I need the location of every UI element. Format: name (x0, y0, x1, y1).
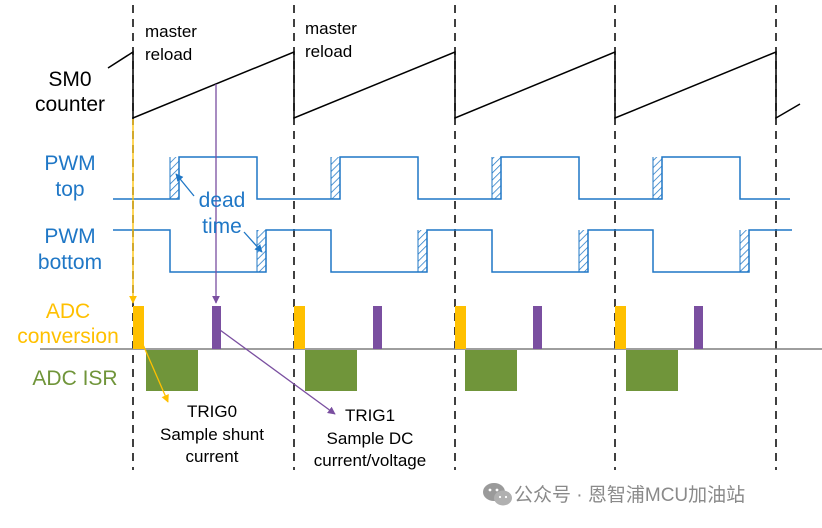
adc-isr-label: ADC ISR (32, 367, 117, 390)
trig1-pulse (373, 306, 382, 349)
trig0-label: TRIG0 (187, 402, 237, 421)
sm0-counter-label: counter (35, 93, 105, 116)
dead-time-arrow-top (175, 173, 195, 197)
trig0-label: current (186, 447, 239, 466)
isr-block (305, 350, 357, 391)
trig1-pulse (694, 306, 703, 349)
pwm-bottom-label: PWM (44, 225, 95, 248)
trig0-pulse (133, 306, 144, 349)
dead-time-hatch (331, 157, 340, 199)
trig1-pulse (533, 306, 542, 349)
dead-time-hatch (170, 157, 179, 199)
dead-time-hatch (492, 157, 501, 199)
pwm-top-label: PWM (44, 152, 95, 175)
master-reload-label-1: master (145, 22, 197, 41)
trig0-label-arrow (140, 339, 169, 403)
master-reload-label-2: master (305, 19, 357, 38)
watermark: 公众号 · 恩智浦MCU加油站 (483, 483, 745, 506)
dead-time-label: time (202, 215, 242, 238)
pwm-bottom-label: bottom (38, 251, 102, 274)
dead-time-hatch (740, 230, 749, 272)
master-reload-label-2: reload (305, 42, 352, 61)
sm0-counter-label: SM0 (48, 68, 91, 91)
dead-time-arrow-bottom (243, 231, 263, 253)
trig0-pulse (455, 306, 466, 349)
dead-time-hatch (653, 157, 662, 199)
adc-conversion-label: conversion (17, 325, 119, 348)
wechat-logo-icon (483, 483, 512, 506)
trig1-label: TRIG1 (345, 406, 395, 425)
trig0-label: Sample shunt (160, 425, 264, 444)
adc-isr-blocks (146, 350, 678, 391)
trig1-pulse (212, 306, 221, 349)
watermark-text: 公众号 · 恩智浦MCU加油站 (514, 484, 745, 506)
pwm-top-label: top (55, 178, 84, 201)
dead-time-hatch (579, 230, 588, 272)
trig0-pulse (294, 306, 305, 349)
master-reload-label-1: reload (145, 45, 192, 64)
pwm-top-waveform (113, 156, 790, 200)
dead-time-label: dead (199, 189, 246, 212)
trig1-label: Sample DC (327, 429, 414, 448)
trig0-pulse (615, 306, 626, 349)
dead-time-hatch (418, 230, 427, 272)
pwm-bottom-waveform (113, 229, 792, 273)
sm0-counter-waveform (107, 50, 801, 120)
isr-block (465, 350, 517, 391)
isr-block (626, 350, 678, 391)
adc-conversion-pulses (133, 306, 703, 349)
trig1-label-arrow (219, 329, 336, 415)
adc-conversion-label: ADC (46, 300, 90, 323)
trig1-label: current/voltage (314, 451, 426, 470)
